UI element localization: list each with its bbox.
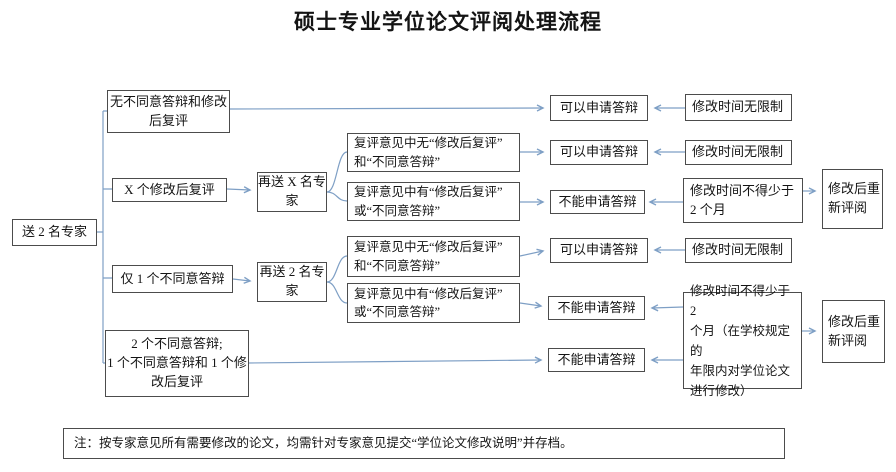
node-review-has-revise-2: 复评意见中有“修改后复评” 或“不同意答辩” bbox=[347, 283, 520, 323]
node-review-no-revise-2: 复评意见中无“修改后复评” 和“不同意答辩” bbox=[347, 236, 520, 277]
arrow-no-objection-to-can1 bbox=[229, 104, 545, 112]
node-no-objection-branch: 无不同意答辩和修改 后复评 bbox=[107, 90, 230, 133]
node-review-no-revise-1: 复评意见中无“修改后复评” 和“不同意答辩” bbox=[347, 133, 520, 172]
node-can-apply-1: 可以申请答辩 bbox=[550, 95, 648, 121]
note-box: 注：按专家意见所有需要修改的论文，均需针对专家意见提交“学位论文修改说明”并存档… bbox=[63, 428, 785, 459]
bracket-resendx-top bbox=[326, 151, 348, 193]
bracket-resend2-top bbox=[326, 255, 348, 283]
node-min-two-months: 修改时间不得少于 2 个月 bbox=[683, 178, 803, 223]
node-cannot-apply-6: 不能申请答辩 bbox=[548, 348, 645, 372]
arrow-review2a-to-can4 bbox=[519, 248, 545, 257]
node-send-2-experts: 送 2 名专家 bbox=[12, 219, 97, 246]
trunk-connector bbox=[97, 110, 112, 364]
node-can-apply-2: 可以申请答辩 bbox=[550, 140, 648, 165]
arrow-xrevise-to-resendx bbox=[226, 186, 252, 194]
page-title: 硕士专业学位论文评阅处理流程 bbox=[294, 10, 602, 34]
node-no-time-limit-1: 修改时间无限制 bbox=[685, 94, 792, 121]
arrow-review2b-to-cannot5 bbox=[519, 301, 543, 309]
bracket-resendx-bottom bbox=[326, 191, 348, 202]
node-resend-x-experts: 再送 X 名专 家 bbox=[257, 172, 327, 212]
node-x-revise-branch: X 个修改后复评 bbox=[112, 178, 227, 202]
arrow-oneobj-to-resend2 bbox=[232, 276, 252, 284]
node-one-objection-branch: 仅 1 个不同意答辩 bbox=[112, 265, 233, 293]
node-cannot-apply-5: 不能申请答辩 bbox=[548, 296, 645, 320]
arrow-monthslong-to-cannot5 bbox=[650, 304, 684, 312]
bracket-resend2-bottom bbox=[326, 281, 348, 304]
node-review-has-revise-1: 复评意见中有“修改后复评” 或“不同意答辩” bbox=[347, 182, 520, 221]
node-no-time-limit-4: 修改时间无限制 bbox=[685, 238, 792, 263]
node-can-apply-4: 可以申请答辩 bbox=[550, 238, 648, 263]
node-re-review-2: 修改后重 新评阅 bbox=[822, 300, 885, 363]
arrow-twoobj-to-cannot6 bbox=[247, 356, 543, 364]
node-min-two-months-detail: 修改时间不得少于 2 个月（在学校规定的 年限内对学位论文 进行修改） bbox=[683, 284, 802, 398]
node-two-objection-branch: 2 个不同意答辩; 1 个不同意答辩和 1 个修 改后复评 bbox=[105, 330, 249, 397]
node-resend-2-experts: 再送 2 名专 家 bbox=[257, 262, 327, 302]
node-cannot-apply-3: 不能申请答辩 bbox=[550, 190, 645, 214]
node-no-time-limit-2: 修改时间无限制 bbox=[685, 140, 792, 165]
node-re-review-1: 修改后重 新评阅 bbox=[822, 169, 883, 229]
